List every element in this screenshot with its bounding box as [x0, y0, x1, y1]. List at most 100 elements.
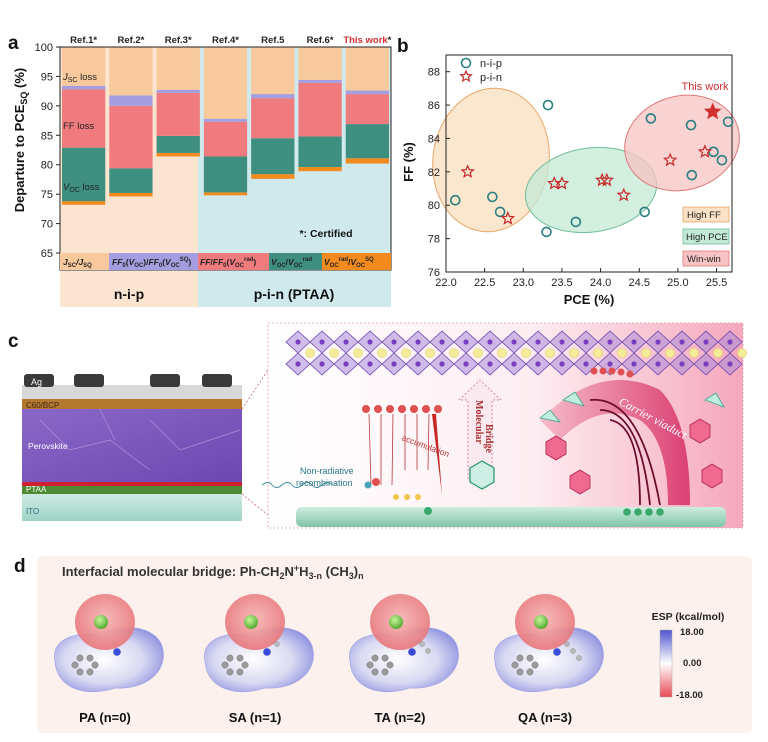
b-site-cation [391, 339, 397, 345]
panel-d: d Interfacial molecular bridge: Ph-CH2N+… [14, 556, 752, 733]
hole [374, 405, 382, 413]
panel-b-y-axis-label: FF (%) [401, 142, 416, 182]
y-tick-label: 86 [428, 100, 440, 112]
region-legend-high-pce-label: High PCE [686, 232, 728, 243]
y-tick-label: 84 [428, 133, 440, 145]
a-site-cation [689, 348, 699, 358]
bar-segment-1-1 [109, 168, 153, 193]
bar-segment-4-0 [62, 47, 106, 86]
zoom-line-bottom [241, 493, 269, 516]
bar-segment-3-0 [62, 85, 106, 90]
category-label: Ref.2* [117, 35, 144, 46]
bar-segment-2-5 [298, 82, 342, 137]
ammonium-group [704, 392, 725, 408]
hole [410, 405, 418, 413]
category-label: Ref.5 [261, 35, 285, 46]
a-site-cation [449, 348, 459, 358]
esp-molecule-3: QA (n=3) [494, 594, 604, 725]
bar-segment-3-1 [109, 95, 153, 106]
category-label: Ref.6* [307, 35, 334, 46]
panel-b-x-axis-label: PCE (%) [564, 292, 615, 307]
ff-loss-label: FF loss [63, 121, 94, 132]
data-point-pin [662, 152, 678, 167]
ag-top-surface [22, 385, 242, 399]
region-legend-high-pce [682, 228, 730, 245]
b-site-cation [343, 339, 349, 345]
phenyl-ring [469, 460, 495, 490]
hole [362, 405, 370, 413]
carbon-atom [531, 661, 539, 669]
data-point-nip [645, 113, 657, 124]
methyl-carbon [425, 648, 431, 654]
a-site-cation [641, 348, 651, 358]
bar-segment-0-1 [109, 192, 153, 197]
b-site-cation [535, 339, 541, 345]
panel-b-frame [445, 54, 733, 273]
bar-segment-0-4 [251, 174, 295, 179]
grain-boundaries [39, 408, 241, 471]
chloride-ion [534, 615, 548, 629]
certified-note: *: Certified [299, 228, 352, 240]
a-site-cation [497, 348, 507, 358]
bar-segment-4-2 [156, 47, 200, 90]
bar-segment-3-4 [251, 94, 295, 99]
legend-text-jsc: JSC/JSQ [63, 257, 92, 269]
layer-c60-bcp [22, 399, 242, 409]
a-site-cation [377, 348, 387, 358]
ag-electrode-4 [202, 374, 232, 387]
esp-max: 18.00 [680, 627, 704, 638]
carbon-atom [226, 668, 234, 676]
x-tick-label: 23.5 [551, 277, 572, 289]
carbon-atom [511, 661, 519, 669]
data-point-nip [542, 99, 554, 111]
bar-segment-2-0 [62, 89, 106, 148]
nitrogen-atom [553, 648, 561, 656]
group-nip-bg [60, 271, 198, 307]
panel-label-a: a [8, 33, 19, 54]
layer-ptaa [22, 486, 242, 494]
a-site-cation [617, 348, 627, 358]
carbon-atom [241, 661, 249, 669]
esp-min: -18.00 [676, 690, 703, 701]
carbon-atom [86, 668, 94, 676]
data-point-nip [722, 116, 734, 128]
methyl-carbon [274, 641, 280, 647]
y-tick-label: 82 [428, 167, 440, 179]
panel-d-title: Interfacial molecular bridge: Ph-CH2N+H3… [62, 563, 364, 581]
a-site-cation [305, 348, 315, 358]
legend-swatch-ff [198, 253, 269, 270]
hole [608, 367, 616, 375]
panel-label-c: c [8, 331, 19, 352]
bar-segment-4-4 [251, 47, 295, 95]
bar-segment-0-5 [298, 167, 342, 172]
b-site-cation [703, 339, 709, 345]
hole-arrow [432, 414, 442, 495]
b-site-cation [559, 361, 565, 367]
b-site-cation [463, 361, 469, 367]
region-legend-high-ff [682, 206, 730, 223]
bar-segment-3-3 [203, 118, 248, 122]
viaduct-arrows [589, 399, 661, 506]
molecular-bridge-label-2: Bridge [483, 424, 494, 453]
bar-segment-4-5 [298, 47, 342, 80]
legend-swatch-ff0 [109, 253, 198, 270]
recombination-label: recombination [296, 478, 353, 488]
chloride-ion [94, 615, 108, 629]
b-site-cation [679, 361, 685, 367]
panel-a: a Departure to PCESQ (%) 657075808590951… [8, 33, 392, 307]
b-site-cation [511, 361, 517, 367]
data-point-nip [570, 216, 582, 228]
esp-colorbar: ESP (kcal/mol) 18.00 0.00 -18.00 [652, 611, 725, 701]
carbon-atom [386, 661, 394, 669]
legend-marker-nip [460, 57, 472, 69]
carbon-atom [86, 654, 94, 662]
esp-mid: 0.00 [683, 658, 702, 669]
a-site-cation [737, 348, 747, 358]
methyl-carbon [576, 655, 582, 661]
legend-text-voc-sq: VOCrad/VOCSQ [324, 257, 374, 269]
bar-segment-1-3 [203, 156, 248, 193]
ammonium-group [539, 409, 562, 423]
phenyl-ring [701, 463, 723, 489]
